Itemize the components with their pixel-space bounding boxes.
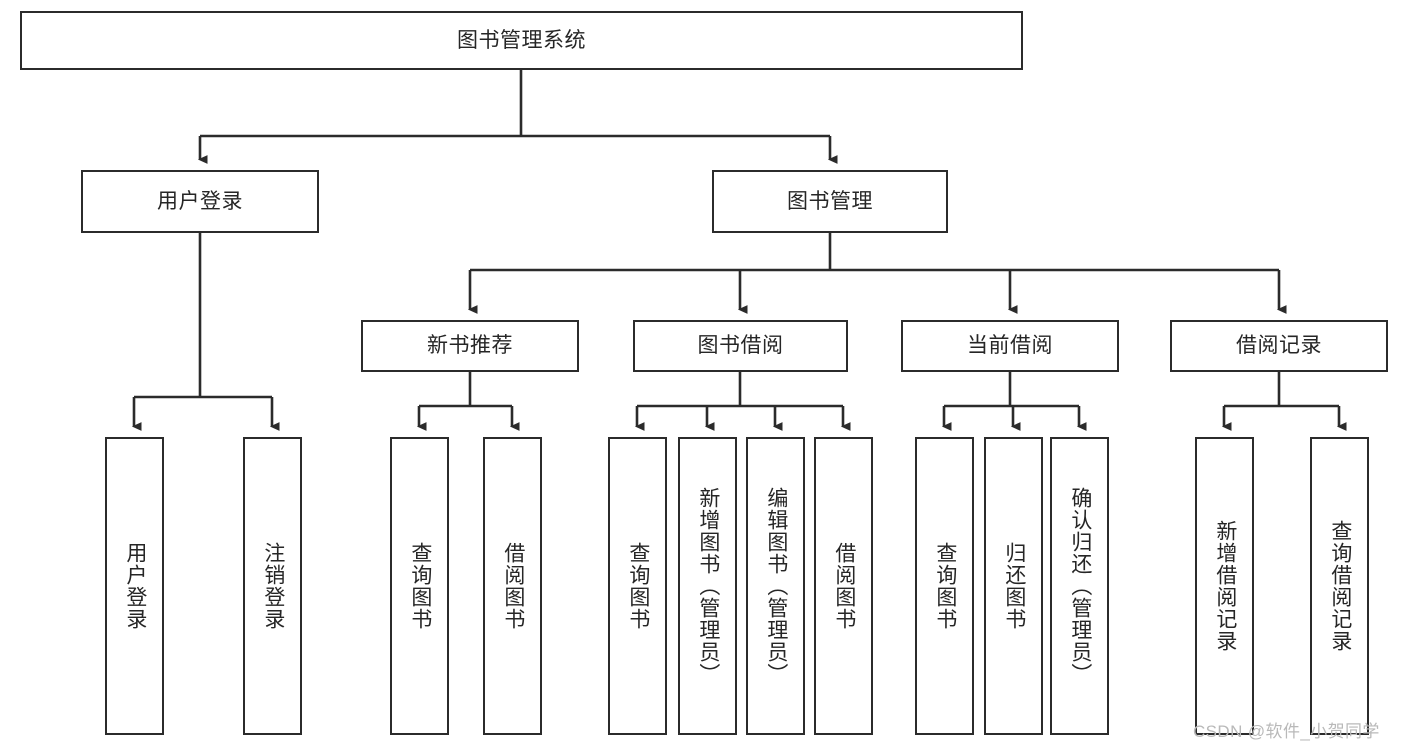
node-label-leaf-logout-login: 注销登录	[261, 542, 285, 630]
node-label-current-borrow: 当前借阅	[967, 334, 1053, 358]
connector-paths	[131, 70, 1347, 431]
node-label-leaf-query-book-2: 查询图书	[626, 542, 650, 630]
node-borrow-record[interactable]: 借阅记录	[1170, 320, 1388, 372]
node-leaf-add-borrow-record[interactable]: 新增借阅记录	[1195, 437, 1254, 735]
node-leaf-query-borrow-record[interactable]: 查询借阅记录	[1310, 437, 1369, 735]
node-label-leaf-query-borrow-record: 查询借阅记录	[1328, 520, 1352, 652]
node-leaf-add-book-admin[interactable]: 新增图书（管理员）	[678, 437, 737, 735]
node-label-leaf-borrow-book-2: 借阅图书	[832, 542, 856, 630]
node-root[interactable]: 图书管理系统	[20, 11, 1023, 70]
node-leaf-borrow-book-1[interactable]: 借阅图书	[483, 437, 542, 735]
csdn-watermark: CSDN @软件_小贺同学	[1193, 722, 1380, 741]
node-leaf-query-book-1[interactable]: 查询图书	[390, 437, 449, 735]
node-book-borrow[interactable]: 图书借阅	[633, 320, 848, 372]
node-user-login[interactable]: 用户登录	[81, 170, 319, 233]
node-leaf-query-book-2[interactable]: 查询图书	[608, 437, 667, 735]
node-leaf-query-book-3[interactable]: 查询图书	[915, 437, 974, 735]
node-label-leaf-return-book: 归还图书	[1002, 542, 1026, 630]
node-label-leaf-query-book-3: 查询图书	[933, 542, 957, 630]
node-label-book-manage: 图书管理	[787, 189, 873, 213]
node-leaf-confirm-return-admin[interactable]: 确认归还（管理员）	[1050, 437, 1109, 735]
node-label-leaf-query-book-1: 查询图书	[408, 542, 432, 630]
node-book-manage[interactable]: 图书管理	[712, 170, 948, 233]
node-leaf-logout-login[interactable]: 注销登录	[243, 437, 302, 735]
node-label-new-book-recommend: 新书推荐	[427, 334, 513, 358]
node-label-leaf-add-book-admin: 新增图书（管理员）	[696, 487, 720, 685]
node-label-user-login: 用户登录	[157, 189, 243, 213]
node-label-leaf-user-login: 用户登录	[123, 542, 147, 630]
node-leaf-user-login[interactable]: 用户登录	[105, 437, 164, 735]
node-current-borrow[interactable]: 当前借阅	[901, 320, 1119, 372]
node-label-leaf-edit-book-admin: 编辑图书（管理员）	[764, 487, 788, 685]
node-label-book-borrow: 图书借阅	[697, 334, 784, 358]
node-label-root: 图书管理系统	[457, 28, 586, 52]
node-leaf-return-book[interactable]: 归还图书	[984, 437, 1043, 735]
node-label-leaf-add-borrow-record: 新增借阅记录	[1213, 520, 1237, 652]
node-leaf-borrow-book-2[interactable]: 借阅图书	[814, 437, 873, 735]
node-label-leaf-confirm-return-admin: 确认归还（管理员）	[1068, 487, 1092, 685]
node-leaf-edit-book-admin[interactable]: 编辑图书（管理员）	[746, 437, 805, 735]
node-label-leaf-borrow-book-1: 借阅图书	[501, 542, 525, 630]
node-new-book-recommend[interactable]: 新书推荐	[361, 320, 579, 372]
node-label-borrow-record: 借阅记录	[1236, 334, 1322, 358]
